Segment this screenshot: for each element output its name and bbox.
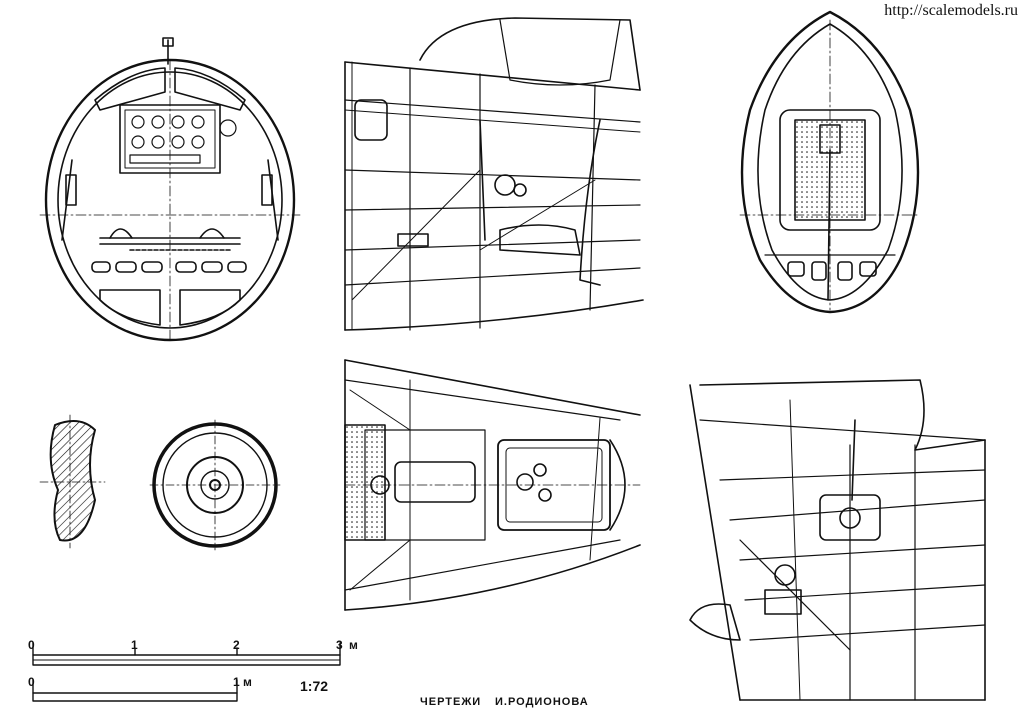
site-watermark: http://scalemodels.ru bbox=[878, 0, 1024, 22]
lower-scale-tick-1: 1 bbox=[233, 675, 240, 689]
scale-bar bbox=[32, 642, 341, 666]
front-section-view bbox=[39, 37, 301, 342]
scale-tick-0: 0 bbox=[28, 638, 35, 652]
scale-bar-lower bbox=[32, 679, 238, 702]
lower-scale-tick-0: 0 bbox=[28, 675, 35, 689]
wheel-side-view bbox=[149, 419, 281, 551]
scale-tick-2: 2 bbox=[233, 638, 240, 652]
side-view-cockpit bbox=[344, 17, 644, 331]
scale-ratio: 1:72 bbox=[300, 678, 329, 694]
rear-section-view bbox=[739, 10, 921, 314]
side-view-opposite bbox=[689, 379, 986, 701]
credit-author: И.РОДИОНОВА bbox=[495, 696, 589, 708]
lower-scale-unit: м bbox=[243, 675, 252, 689]
credit-label: ЧЕРТЕЖИ bbox=[420, 696, 482, 708]
scale-tick-3: 3 bbox=[336, 638, 343, 652]
plan-view-cockpit bbox=[344, 359, 641, 611]
scale-unit: м bbox=[349, 638, 358, 652]
tyre-section bbox=[39, 414, 106, 549]
scale-tick-1: 1 bbox=[131, 638, 138, 652]
